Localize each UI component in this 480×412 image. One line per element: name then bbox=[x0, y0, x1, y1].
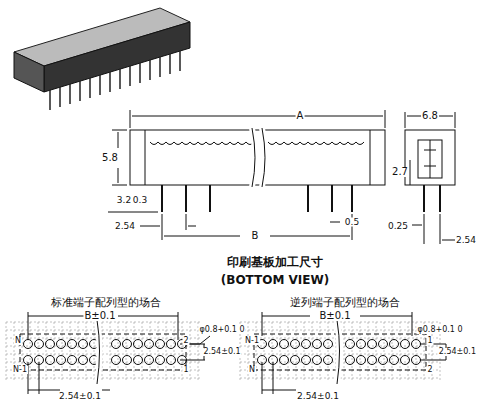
dimension-label: 6.8 bbox=[421, 111, 439, 121]
pin bbox=[159, 57, 161, 77]
dimension-line bbox=[262, 316, 310, 317]
pin bbox=[139, 63, 141, 83]
side-view bbox=[405, 112, 460, 244]
pin bbox=[59, 87, 61, 107]
dimension-label: 2.54 bbox=[114, 222, 136, 231]
dimension-line bbox=[28, 390, 60, 391]
dimension-line bbox=[178, 312, 179, 340]
pin bbox=[119, 69, 121, 89]
pin bbox=[99, 75, 101, 95]
pin-number: 2 bbox=[182, 337, 189, 345]
pin-number: 1 bbox=[182, 366, 189, 374]
grid bbox=[6, 320, 200, 384]
dimension-label: B±0.1 bbox=[318, 311, 351, 321]
dimension-line bbox=[39, 362, 40, 394]
front-view bbox=[108, 110, 385, 240]
pin bbox=[129, 66, 131, 86]
pin bbox=[89, 78, 91, 98]
pin bbox=[179, 51, 181, 71]
dimension-label: 2.54±0.1 bbox=[296, 392, 340, 401]
dimension-line bbox=[360, 316, 412, 317]
dimension-label: 5.8 bbox=[101, 153, 119, 163]
pin bbox=[149, 60, 151, 80]
dimension-label: 2.7 bbox=[391, 167, 409, 177]
dimension-label: 0.3 bbox=[132, 196, 148, 205]
dimension-line bbox=[200, 336, 210, 344]
dimension-line bbox=[262, 362, 263, 394]
dimension-line bbox=[28, 312, 29, 340]
dimension-label: A bbox=[296, 111, 305, 121]
connector-photo bbox=[14, 8, 190, 110]
pin bbox=[49, 90, 51, 110]
pin-number: N bbox=[248, 366, 256, 374]
pin-number: 1 bbox=[426, 337, 433, 345]
dimension-label: 2.54±0.1 bbox=[438, 348, 477, 356]
pin bbox=[169, 54, 171, 74]
dimension-label: 2.54±0.1 bbox=[58, 392, 102, 401]
pin-number: N-1 bbox=[244, 337, 260, 345]
dimension-label: 2.54 bbox=[455, 236, 477, 245]
pin bbox=[79, 81, 81, 101]
heading: 逆列端子配列型的场合 bbox=[289, 297, 401, 308]
dimension-label: φ0.8+0.1 0 bbox=[198, 326, 245, 334]
dimension-line bbox=[102, 390, 110, 391]
dimension-line bbox=[262, 390, 296, 391]
dimension-label: φ0.8+0.1 0 bbox=[416, 326, 463, 334]
pin-number: N-1 bbox=[12, 366, 28, 374]
grid bbox=[240, 320, 440, 384]
dimension-line bbox=[273, 362, 274, 394]
dimension-line bbox=[420, 360, 446, 361]
heading: (BOTTOM VIEW) bbox=[220, 274, 330, 286]
pcb-hole-patterns bbox=[6, 312, 446, 394]
dimension-line bbox=[28, 316, 84, 317]
pin bbox=[69, 84, 71, 104]
heading: 印刷基板加工尺寸 bbox=[226, 256, 324, 268]
pin-number: N bbox=[14, 337, 22, 345]
dimension-label: 0.25 bbox=[387, 222, 409, 231]
pin bbox=[109, 72, 111, 92]
dimension-line bbox=[118, 316, 178, 317]
dimension-label: 2.54±0.1 bbox=[202, 348, 241, 356]
heading: 标准端子配列型的场合 bbox=[50, 297, 162, 308]
dimension-line bbox=[180, 360, 205, 361]
dimension-label: 3.2 bbox=[116, 196, 132, 205]
dimension-label: B bbox=[251, 231, 260, 241]
dimension-label: 0.5 bbox=[344, 218, 360, 227]
dimension-label: B±0.1 bbox=[83, 311, 116, 321]
pin-number: 2 bbox=[426, 366, 433, 374]
